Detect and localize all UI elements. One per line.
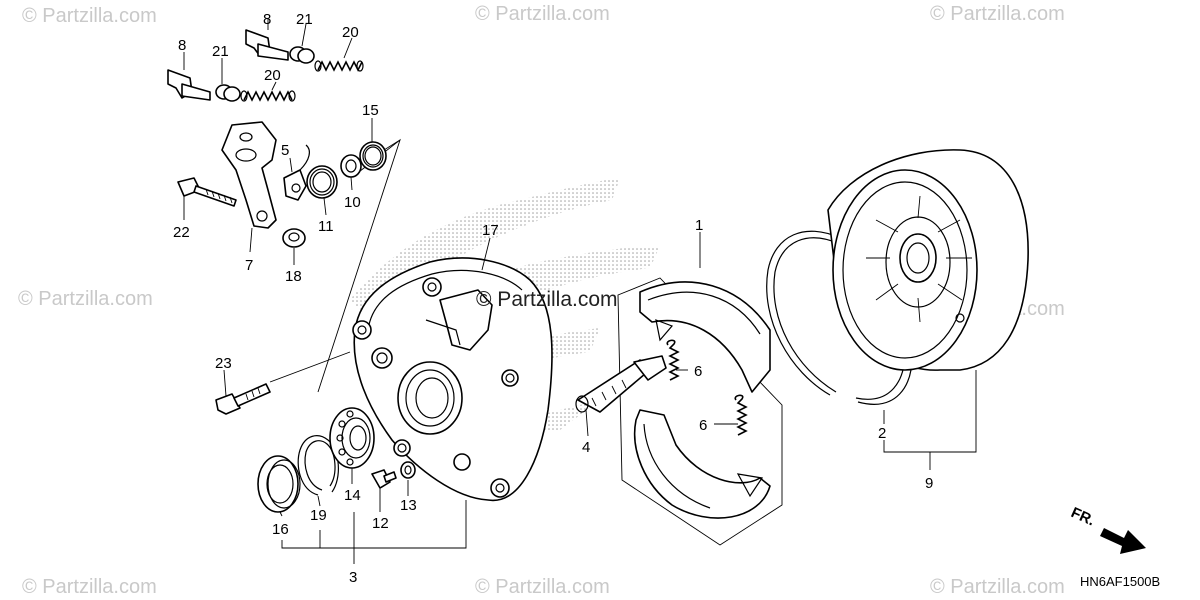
part-7-brake-arm bbox=[221, 121, 277, 229]
watermark: © Partzilla.com bbox=[475, 576, 610, 598]
callout-15: 15 bbox=[362, 102, 379, 119]
callout-6: 6 bbox=[694, 363, 702, 380]
callout-8: 8 bbox=[263, 11, 271, 28]
callout-16: 16 bbox=[272, 521, 289, 538]
part-23-bolt bbox=[215, 383, 271, 415]
part-11-spring-ring bbox=[306, 165, 338, 199]
part-10-washer bbox=[340, 154, 362, 178]
callout-2: 2 bbox=[878, 425, 886, 442]
part-1-brake-shoe-upper bbox=[639, 281, 771, 393]
watermark: © Partzilla.com bbox=[930, 3, 1065, 25]
callout-21: 21 bbox=[296, 11, 313, 28]
callout-20: 20 bbox=[342, 24, 359, 41]
part-20-spring bbox=[240, 60, 364, 102]
callout-17: 17 bbox=[482, 222, 499, 239]
front-arrow-icon bbox=[1100, 528, 1146, 554]
callout-23: 23 bbox=[215, 355, 232, 372]
front-direction-label: FR. bbox=[1068, 504, 1097, 529]
diagram-code: HN6AF1500B bbox=[1080, 574, 1160, 589]
part-19-circlip bbox=[297, 435, 339, 496]
callout-8: 8 bbox=[178, 37, 186, 54]
part-16-oil-seal bbox=[257, 455, 301, 513]
callout-10: 10 bbox=[344, 194, 361, 211]
part-5-return-spring bbox=[283, 144, 310, 201]
part-21-pin bbox=[215, 46, 315, 102]
callout-7: 7 bbox=[245, 257, 253, 274]
part-22-bolt bbox=[177, 177, 237, 207]
part-4-brake-cam bbox=[575, 355, 667, 413]
part-12-bolt bbox=[371, 469, 397, 489]
part-14-bearing bbox=[329, 407, 375, 469]
callout-18: 18 bbox=[285, 268, 302, 285]
center-watermark: © Partzilla.com bbox=[476, 288, 618, 311]
watermark: © Partzilla.com bbox=[22, 5, 157, 27]
callout-22: 22 bbox=[173, 224, 190, 241]
watermark: © Partzilla.com bbox=[930, 576, 1065, 598]
part-17-brake-panel bbox=[352, 257, 553, 502]
part-8-lever bbox=[167, 29, 289, 101]
part-18-nut bbox=[282, 228, 306, 248]
callout-5: 5 bbox=[281, 142, 289, 159]
watermark: © Partzilla.com bbox=[475, 3, 610, 25]
part-15-dust-seal bbox=[359, 141, 387, 171]
callout-11: 11 bbox=[318, 218, 334, 235]
callout-9: 9 bbox=[925, 475, 933, 492]
callout-4: 4 bbox=[582, 439, 590, 456]
front-direction-indicator: FR. bbox=[1068, 504, 1146, 554]
callout-20: 20 bbox=[264, 67, 281, 84]
watermarks: © Partzilla.com © Partzilla.com © Partzi… bbox=[18, 3, 1065, 598]
callout-19: 19 bbox=[310, 507, 327, 524]
callout-6: 6 bbox=[699, 417, 707, 434]
watermark: © Partzilla.com bbox=[18, 288, 153, 310]
watermark: © Partzilla.com bbox=[22, 576, 157, 598]
callout-12: 12 bbox=[372, 515, 389, 532]
part-13-washer bbox=[400, 461, 416, 479]
callout-1: 1 bbox=[695, 217, 703, 234]
callout-14: 14 bbox=[344, 487, 361, 504]
part-6-shoe-spring-lower bbox=[734, 394, 748, 436]
callout-21: 21 bbox=[212, 43, 229, 60]
part-1-brake-shoe-lower bbox=[633, 409, 771, 519]
callouts: 8 21 8 21 20 20 15 5 10 11 22 7 18 17 1 … bbox=[173, 11, 933, 586]
callout-3: 3 bbox=[349, 569, 357, 586]
callout-13: 13 bbox=[400, 497, 417, 514]
leader-lines bbox=[183, 18, 977, 564]
part-9-brake-drum bbox=[827, 149, 1029, 371]
part-6-shoe-spring-upper bbox=[666, 339, 680, 381]
